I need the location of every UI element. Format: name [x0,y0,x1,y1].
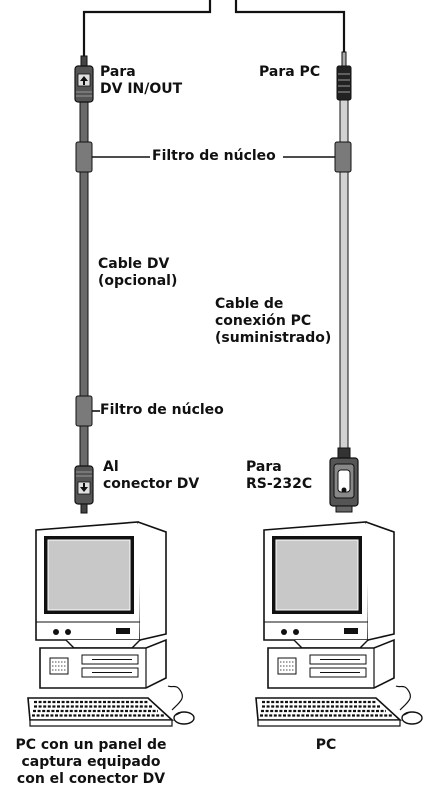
label-core-filter-bottom: Filtro de núcleo [100,402,224,418]
caption-left-pc: PC con un panel de captura equipado con … [15,737,167,787]
core-filter-dv-bottom [75,395,93,427]
dv-connector-top [74,55,94,103]
label-dv-connector-top: Para DV IN/OUT [100,64,183,97]
pc-with-dv-capture-board [26,520,196,728]
core-filter-dv-top [75,141,93,173]
label-dv-cable: Cable DV (opcional) [98,256,178,289]
label-pc-cable: Cable de conexión PC (suministrado) [215,296,332,346]
core-filter-pc-top [334,141,352,173]
rs232c-connector [329,447,359,513]
pc [254,520,424,728]
label-dv-connector-bottom: Al conector DV [103,459,200,492]
pc-connector-top [336,51,352,101]
top-wire-right [234,0,346,52]
dv-connector-bottom [74,465,94,514]
caption-right-pc: PC [315,737,337,753]
label-core-filter-top: Filtro de núcleo [152,148,276,164]
top-wire-left [82,0,212,62]
label-pc-connector-top: Para PC [259,64,321,80]
label-rs232c-connector: Para RS-232C [246,459,313,492]
